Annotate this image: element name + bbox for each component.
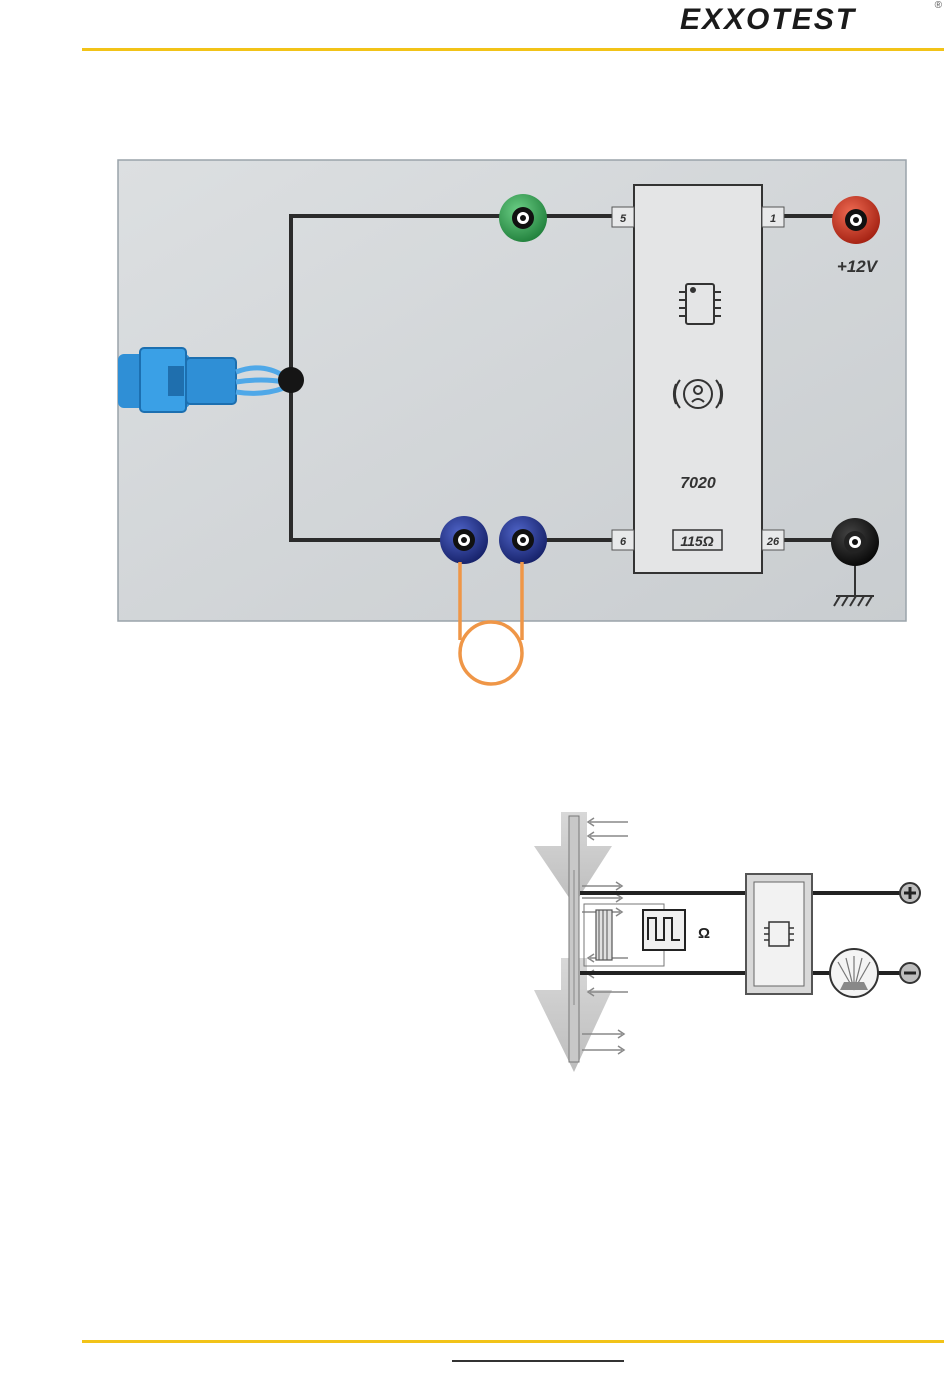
resistor-label: 115Ω	[680, 533, 713, 549]
pin-6-label: 6	[620, 536, 627, 548]
ecu-module-7020: 7020 115Ω	[634, 185, 762, 573]
module-code: 7020	[680, 475, 716, 492]
terminal-red-plus12v[interactable]	[832, 196, 880, 244]
sensor-principle-schematic: Ω	[534, 812, 920, 1072]
terminal-green[interactable]	[499, 194, 547, 242]
ohm-symbol: Ω	[698, 925, 710, 942]
training-board: 7020 115Ω 5 1 6 26 +12V	[118, 160, 906, 621]
pin-5-label: 5	[620, 213, 627, 225]
plus-terminal-icon	[900, 883, 920, 903]
terminal-blue-right[interactable]	[499, 516, 547, 564]
footer-rule	[82, 1340, 944, 1343]
supply-voltage-label: +12V	[837, 257, 879, 276]
pin-26-label: 26	[766, 536, 780, 548]
terminal-blue-left[interactable]	[440, 516, 488, 564]
pin-1-label: 1	[770, 213, 776, 225]
minus-terminal-icon	[900, 963, 920, 983]
gauge-icon	[830, 949, 878, 997]
terminal-black-ground[interactable]	[831, 518, 879, 566]
footer-underline	[452, 1360, 624, 1362]
